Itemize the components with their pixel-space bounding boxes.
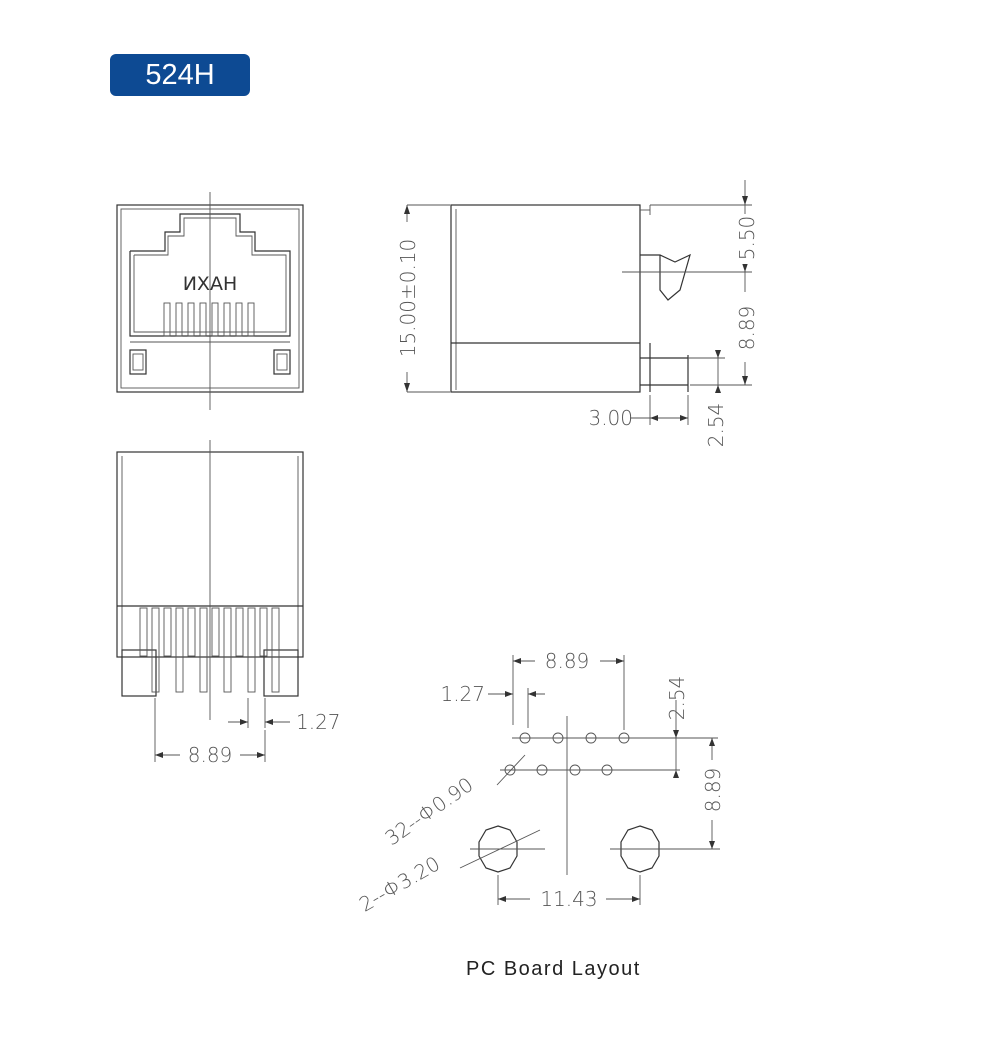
bottom-pitch-dim: 1.27 (296, 710, 341, 734)
brand-mark: HAXN (183, 273, 238, 295)
bottom-view: 1.27 8.89 (116, 440, 341, 767)
pcb-caption: PC Board Layout (466, 958, 641, 980)
post-spacing-dim: 11.43 (540, 887, 597, 911)
row-offset-dim: 2.54 (665, 676, 689, 721)
side-view: 15.00±0.10 5.50 8.89 2.54 3.00 (396, 180, 759, 447)
row-to-post-dim: 8.89 (701, 768, 725, 813)
front-view: HAXN (116, 192, 304, 410)
bottom-span-dim: 8.89 (188, 743, 233, 767)
pitch-dim: 1.27 (440, 682, 485, 706)
pcb-layout: 8.89 1.27 2.54 8.89 32--Φ0.90 2--Φ3.20 1… (355, 649, 725, 917)
pin-offset-dim: 2.54 (704, 403, 728, 448)
pin-length-dim: 3.00 (588, 406, 633, 430)
post-holes-callout: 2--Φ3.20 (355, 851, 444, 916)
model-badge: 524H (110, 54, 250, 96)
height-dim: 15.00±0.10 (396, 239, 420, 358)
pin-holes-callout: 32--Φ0.90 (380, 772, 477, 850)
row-span-dim: 8.89 (545, 649, 590, 673)
side-span-dim: 8.89 (735, 306, 759, 351)
top-offset-dim: 5.50 (735, 216, 759, 261)
